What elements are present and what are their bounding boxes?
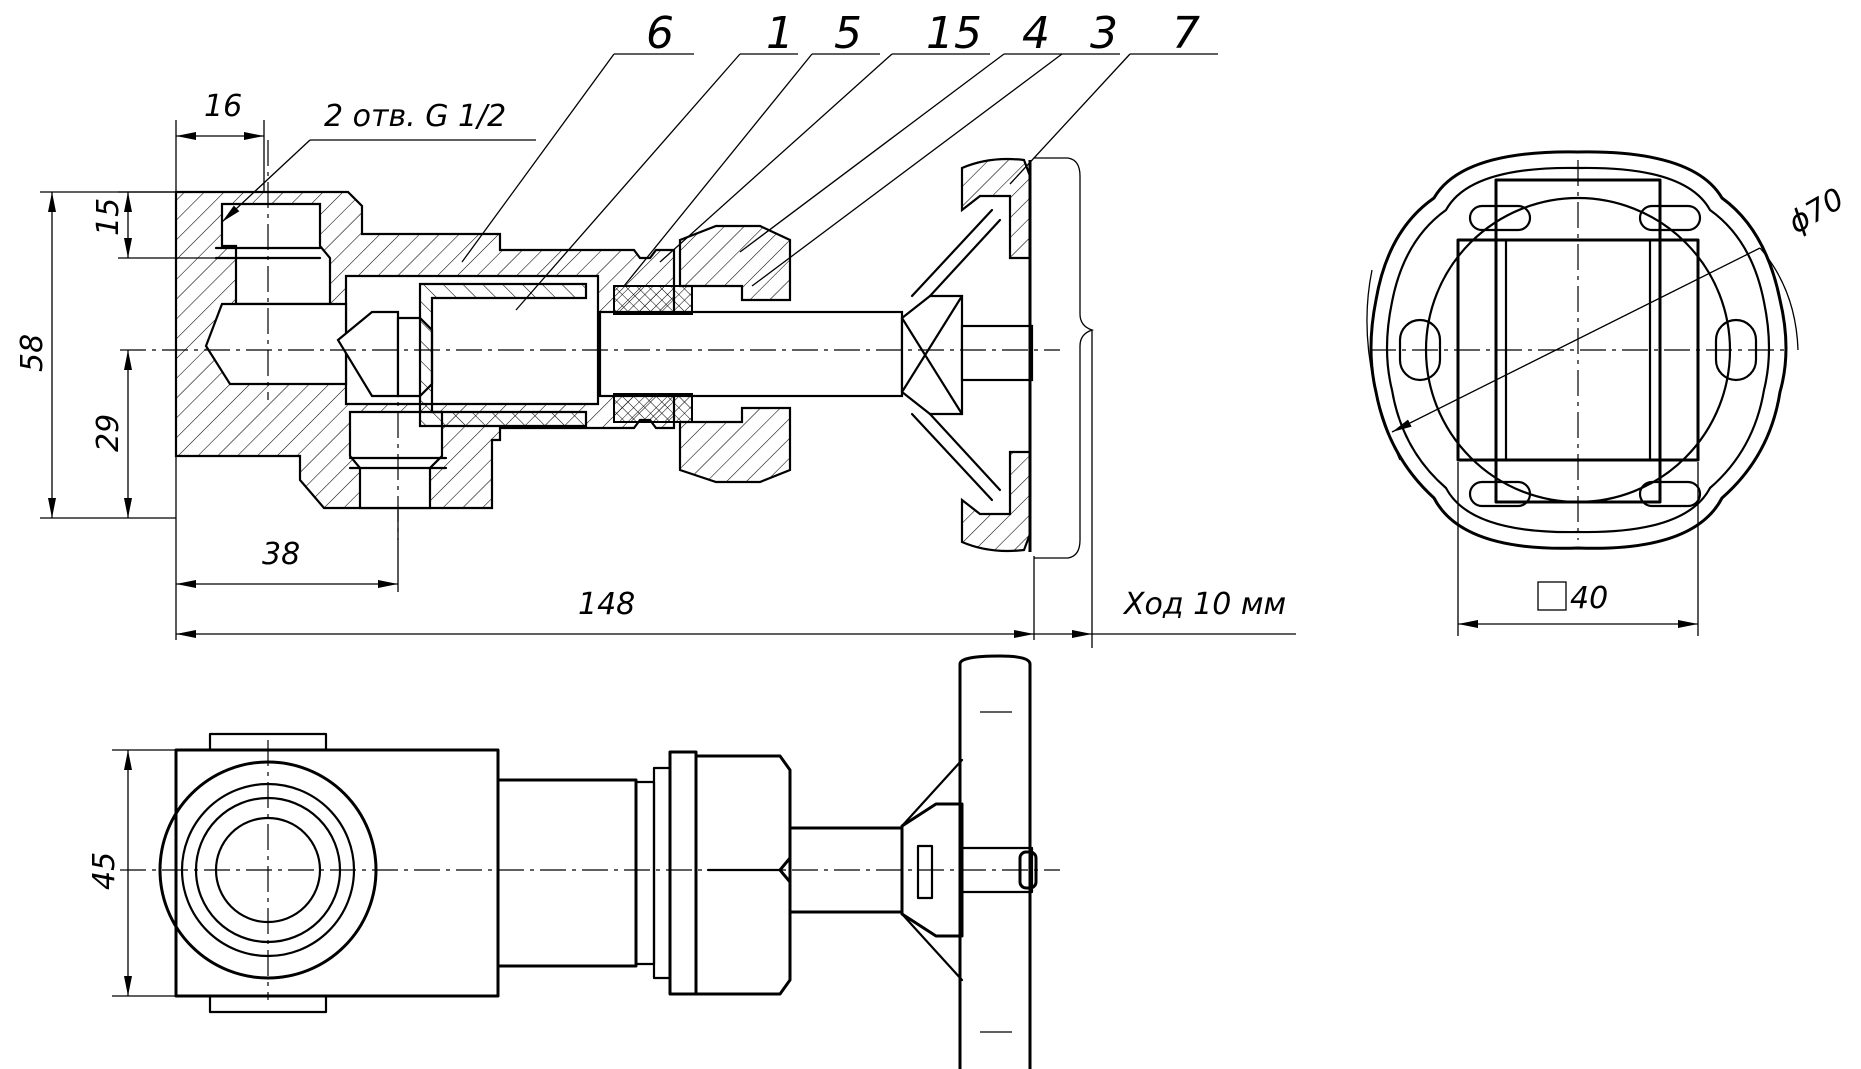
wheel-slot — [1468, 480, 1532, 508]
part-label-7: 7 — [1172, 8, 1200, 59]
dim-38: 38 — [262, 537, 300, 572]
dim-29: 29 — [91, 414, 126, 452]
section-dimensions: 16 2 отв. G 1/2 15 58 29 38 148 Ход 10 м… — [15, 89, 1296, 648]
packing-seal-bottom — [613, 393, 693, 423]
hub-cross — [900, 316, 964, 416]
handwheel-spoke — [910, 208, 994, 298]
sectional-view — [120, 140, 1095, 559]
wheel-slot — [1638, 480, 1702, 508]
leader-line — [461, 53, 615, 263]
leader-line — [751, 53, 1063, 287]
dim-15: 15 — [91, 198, 126, 236]
dim-sq40: 40 — [1570, 581, 1608, 616]
leader-line — [659, 53, 893, 263]
leader-line — [739, 53, 1005, 253]
wheel-slot — [1638, 204, 1702, 232]
dim-58: 58 — [15, 334, 50, 372]
leader-line — [515, 53, 741, 311]
part-label-15: 15 — [926, 8, 982, 59]
phi70-arc — [1759, 247, 1799, 351]
hub-cross — [900, 294, 964, 394]
part-label-5: 5 — [834, 8, 862, 59]
note-leader — [221, 139, 311, 223]
top-view: 45 — [87, 654, 1060, 1069]
wheel-slot — [1398, 318, 1442, 382]
stroke-brace — [1034, 157, 1095, 559]
hex-nut-top — [694, 754, 792, 996]
phi70-arc — [1366, 269, 1401, 461]
square-symbol — [1537, 581, 1567, 611]
sleeve-part — [418, 282, 588, 428]
groove — [634, 780, 656, 966]
handwheel-outline — [1369, 150, 1788, 550]
part-label-4: 4 — [1022, 8, 1050, 59]
leader-line — [1009, 53, 1131, 185]
gland-nut-bottom — [678, 406, 792, 484]
collar-outer — [668, 750, 698, 996]
gland-nut-top — [678, 224, 792, 302]
part-number-labels: 6 1 5 15 4 3 7 — [646, 8, 1200, 59]
spindle-stem — [598, 310, 904, 398]
holes-note: 2 отв. G 1/2 — [324, 99, 506, 134]
collar — [652, 766, 672, 980]
dim-16: 16 — [204, 89, 242, 124]
handwheel-top — [958, 654, 1032, 1069]
dim-45: 45 — [87, 852, 122, 890]
stem-end — [960, 324, 1034, 382]
handwheel-spoke — [928, 218, 1002, 298]
part-label-6: 6 — [646, 8, 674, 59]
wheel-slot — [1468, 204, 1532, 232]
part-label-3: 3 — [1090, 8, 1118, 59]
part-leaders — [461, 53, 1218, 311]
upper-port — [220, 202, 332, 306]
leader-line — [623, 53, 813, 287]
inner-channel — [204, 302, 348, 386]
handwheel-rim-bottom — [960, 450, 1032, 553]
handwheel-spoke — [910, 412, 994, 502]
dim-line-phi70 — [1391, 247, 1761, 433]
stroke-note: Ход 10 мм — [1122, 587, 1286, 622]
hub-spoke — [900, 912, 964, 982]
hub-spoke — [900, 758, 964, 828]
handwheel-spoke — [928, 412, 1002, 492]
packing-seal-top — [613, 285, 693, 315]
handwheel-rim-top — [960, 157, 1032, 260]
part-label-1: 1 — [766, 8, 794, 59]
handwheel-hub — [900, 294, 964, 416]
dim-phi70: ϕ70 — [1783, 182, 1851, 241]
stem-flat — [916, 844, 934, 900]
neck-top — [496, 778, 638, 968]
dim-148: 148 — [578, 587, 635, 622]
side-view: ϕ70 40 — [1366, 150, 1851, 636]
